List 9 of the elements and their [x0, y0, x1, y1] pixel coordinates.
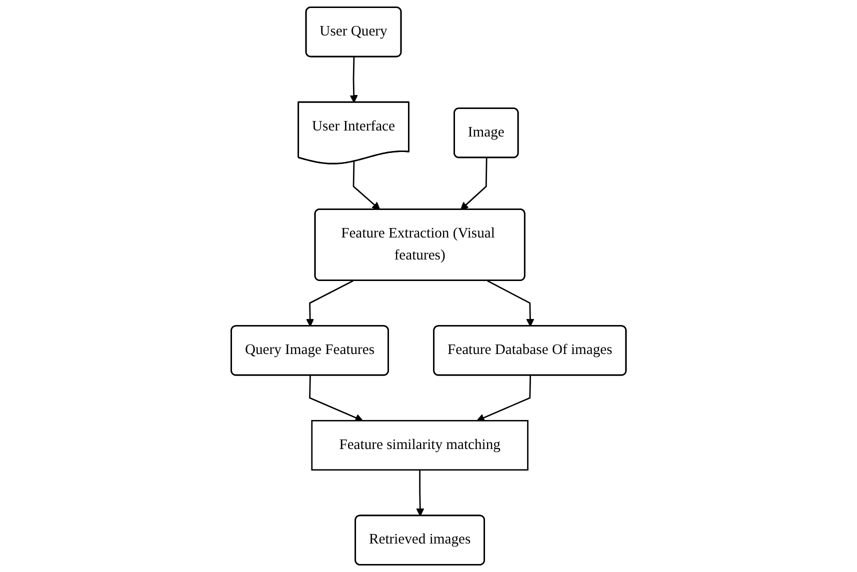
arrow: [416, 470, 424, 516]
arrow: [352, 162, 380, 210]
arrow: [486, 280, 534, 327]
arrow: [350, 56, 358, 103]
arrow: [306, 280, 354, 327]
arrow: [308, 376, 363, 422]
arrow: [476, 376, 531, 422]
arrow: [460, 158, 488, 210]
node-box: Feature similarity matching: [311, 420, 528, 471]
